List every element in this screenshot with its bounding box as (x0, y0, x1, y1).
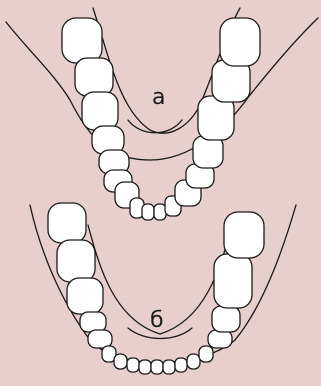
lower-arch-teeth (48, 203, 264, 374)
tooth (220, 18, 260, 66)
tooth (154, 204, 166, 220)
tooth (199, 346, 213, 362)
tooth (187, 354, 200, 369)
tooth (114, 354, 127, 369)
tooth (208, 330, 232, 348)
tooth (80, 312, 106, 332)
tooth (139, 360, 151, 374)
tooth (75, 58, 113, 96)
tooth (193, 136, 223, 168)
tooth (82, 92, 118, 130)
upper-arch: а (6, 8, 318, 220)
tooth (142, 204, 154, 220)
tooth (163, 360, 175, 374)
tooth (151, 360, 163, 374)
upper-arch-label: а (152, 85, 165, 110)
upper-arch-teeth (62, 18, 260, 220)
tooth (224, 212, 264, 258)
lower-arch-label: б (150, 308, 164, 333)
tooth (212, 306, 240, 332)
tooth (57, 240, 95, 282)
tooth (67, 278, 103, 314)
tooth (175, 358, 187, 372)
tooth (214, 254, 252, 308)
tooth (127, 358, 139, 372)
tooth (62, 18, 102, 63)
lower-arch: б (30, 203, 296, 374)
tooth (88, 330, 112, 348)
tooth (48, 203, 86, 243)
